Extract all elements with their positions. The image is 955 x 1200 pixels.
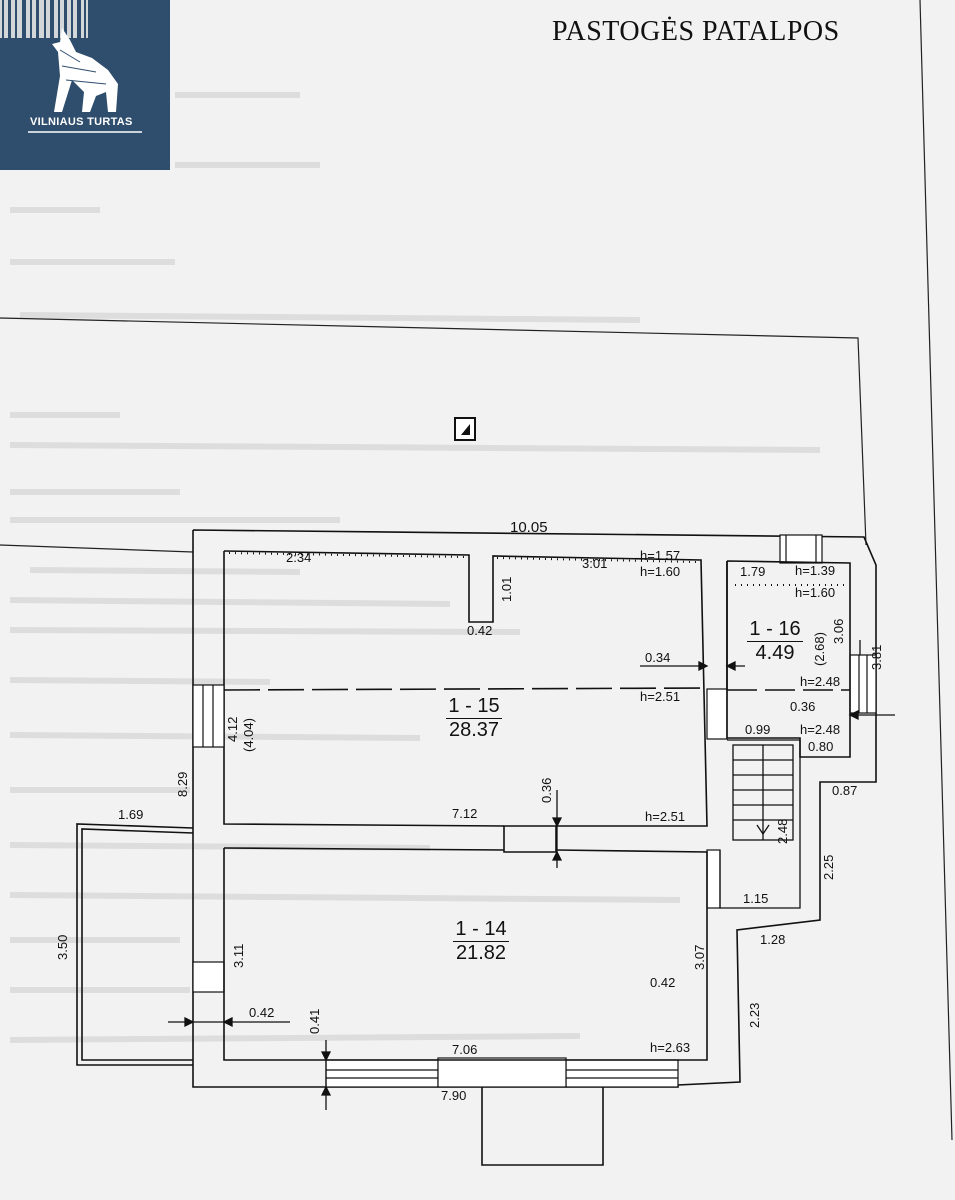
room-1-15-walls	[223, 550, 708, 853]
dim-8-29: 8.29	[175, 771, 190, 797]
dim-1-69: 1.69	[118, 807, 144, 822]
dim-4-12: 4.12	[225, 716, 240, 742]
marker-icon	[454, 417, 476, 441]
dim-0-99: 0.99	[745, 722, 771, 737]
dim-h-1-39: h=1.39	[795, 563, 836, 578]
dim-0-80: 0.80	[808, 739, 834, 754]
dim-0-87: 0.87	[832, 783, 858, 798]
plot-boundary	[0, 0, 953, 1141]
dim-0-36-a: 0.36	[790, 699, 816, 714]
dim-0-42-a: 0.42	[467, 623, 493, 638]
logo: VILNIAUS TURTAS	[0, 0, 170, 170]
page-title: PASTOGĖS PATALPOS	[552, 16, 840, 47]
room-area: 28.37	[448, 719, 500, 741]
dim-h-2-51-a: h=2.51	[640, 689, 681, 704]
dim-0-34: 0.34	[645, 650, 671, 665]
dim-3-50: 3.50	[55, 934, 70, 960]
dim-2-23: 2.23	[747, 1002, 762, 1028]
background-markings	[9, 92, 821, 1043]
dim-3-06: 3.06	[831, 618, 846, 644]
dim-h-1-60-b: h=1.60	[795, 585, 836, 600]
dim-h-1-57: h=1.57	[640, 548, 681, 563]
room-id: 1 - 14	[453, 918, 509, 942]
dim-0-42-b: 0.42	[650, 975, 676, 990]
staircase	[719, 739, 801, 909]
dim-0-41: 0.41	[307, 1008, 322, 1034]
dim-3-11: 3.11	[231, 943, 246, 968]
dim-h-2-51-b: h=2.51	[645, 809, 686, 824]
dim-2-25: 2.25	[821, 854, 836, 880]
room-label-1-15: 1 - 15 28.37	[438, 695, 510, 742]
room-label-1-14: 1 - 14 21.82	[445, 918, 517, 965]
dim-1-15: 1.15	[743, 891, 769, 906]
dim-3-01: 3:01	[582, 556, 608, 571]
dim-h-2-48-a: h=2.48	[800, 674, 841, 689]
room-id: 1 - 15	[446, 695, 502, 719]
dim-1-01: 1.01	[499, 576, 514, 602]
dim-2-34: 2:34	[286, 550, 312, 565]
dimension-arrows	[168, 640, 895, 1110]
dim-7-12: 7.12	[452, 806, 478, 821]
dim-h-2-63: h=2.63	[650, 1040, 691, 1055]
dim-0-36-b: 0.36	[539, 777, 554, 803]
dim-7-90: 7.90	[441, 1088, 467, 1103]
dim-3-07: 3.07	[692, 944, 707, 970]
dim-1-79: 1.79	[740, 564, 766, 579]
dim-2-48: 2.48	[775, 818, 790, 844]
dim-3-81: 3.81	[869, 644, 884, 670]
dim-2-68: (2.68)	[812, 632, 827, 666]
logo-text: VILNIAUS TURTAS	[30, 116, 133, 128]
room-label-1-16: 1 - 16 4.49	[740, 618, 810, 665]
dim-7-06: 7.06	[452, 1042, 478, 1057]
wolf-icon	[0, 0, 142, 133]
dim-top-width: 10.05	[510, 519, 548, 536]
dim-4-04: (4.04)	[241, 718, 256, 752]
dim-h-1-60-a: h=1.60	[640, 564, 681, 579]
room-1-14-walls	[223, 847, 708, 1061]
dim-h-2-48-b: h=2.48	[800, 722, 841, 737]
room-area: 4.49	[755, 642, 795, 664]
room-id: 1 - 16	[747, 618, 803, 642]
wall-openings	[192, 534, 877, 1088]
room-area: 21.82	[455, 942, 507, 964]
dim-1-28: 1.28	[760, 932, 786, 947]
dim-0-42-c: 0.42	[249, 1005, 275, 1020]
